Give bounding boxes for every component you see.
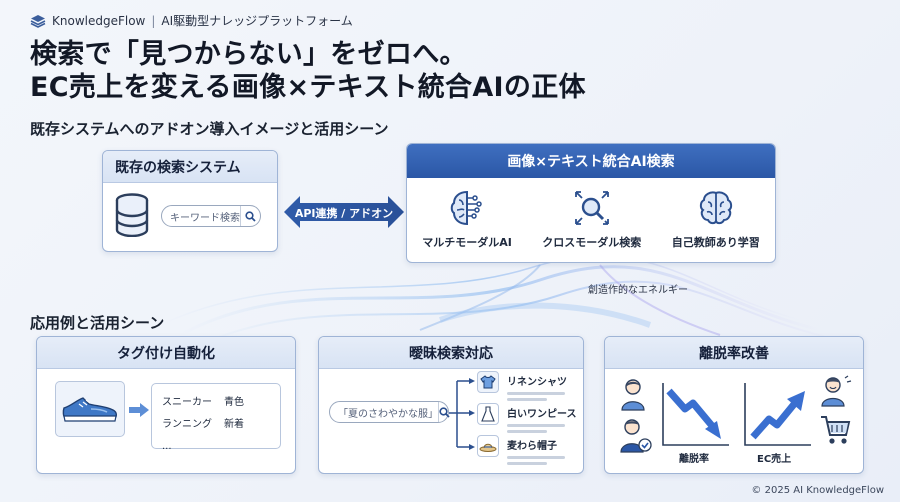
result-item: リネンシャツ — [507, 373, 567, 401]
result-item: 白いワンピース — [507, 405, 577, 433]
tag-item: 新着 — [224, 419, 244, 430]
search-icon[interactable] — [240, 206, 260, 226]
result-label: リネンシャツ — [507, 377, 567, 388]
user-check-icon — [620, 419, 652, 453]
sneaker-icon — [62, 397, 118, 422]
result-label: 白いワンピース — [507, 409, 577, 420]
magnify-arrows-icon — [574, 191, 609, 225]
footer-copyright: © 2025 AI KnowledgeFlow — [751, 485, 884, 496]
layers-logo-icon — [30, 14, 46, 28]
churn-improvement-title: 離脱率改善 — [605, 337, 863, 369]
ai-search-title: 画像×テキスト統合AI検索 — [407, 144, 775, 178]
result-label: 麦わら帽子 — [507, 441, 557, 452]
brain-circuit-icon — [450, 190, 482, 226]
section2-title: 応用例と活用シーン — [30, 314, 165, 332]
ai-search-card: 画像×テキスト統合AI検索 マルチモーダルAI — [406, 143, 776, 263]
energy-label: 創造作的なエネルギー — [588, 285, 688, 296]
sales-up-label: EC売上 — [757, 454, 792, 465]
feature-crossmodal-label: クロスモーダル検索 — [542, 236, 642, 249]
brand-name: KnowledgeFlow — [52, 13, 146, 28]
headline-line2: EC売上を変える画像×テキスト統合AIの正体 — [30, 72, 586, 103]
existing-search-title: 既存の検索システム — [103, 151, 277, 183]
user-woman-icon — [621, 379, 645, 411]
arrow-right-icon — [129, 403, 149, 417]
feature-crossmodal: クロスモーダル検索 — [542, 188, 641, 250]
feature-multimodal: マルチモーダルAI — [422, 188, 512, 250]
result-item: 麦わら帽子 — [507, 437, 565, 465]
tag-item: 青色 — [224, 397, 244, 408]
straw-hat-icon — [477, 435, 499, 457]
brand-separator: | — [151, 13, 156, 28]
database-icon — [115, 193, 149, 241]
branch-connector — [449, 378, 475, 450]
ambiguous-query-input[interactable]: 「夏のさわやかな服」 — [338, 408, 438, 420]
search-icon[interactable] — [438, 402, 450, 422]
ambiguous-query-box[interactable]: 「夏のさわやかな服」 — [329, 401, 450, 423]
existing-search-card: 既存の検索システム キーワード検索 — [102, 150, 278, 252]
increase-chart-icon — [744, 383, 811, 446]
headline-line1: 検索で「見つからない」をゼロへ。 — [30, 39, 467, 70]
section1-title: 既存システムへのアドオン導入イメージと活用シーン — [30, 120, 389, 138]
keyword-search-input[interactable]: キーワード検索 — [170, 212, 240, 224]
feature-multimodal-label: マルチモーダルAI — [422, 236, 512, 249]
api-connector-arrow — [284, 196, 404, 228]
brand-tagline: AI駆動型ナレッジプラットフォーム — [161, 14, 353, 28]
shirt-icon — [477, 371, 499, 393]
sneaker-image — [55, 381, 125, 437]
churn-improvement-card: 離脱率改善 離脱率 EC売上 — [604, 336, 864, 474]
tag-item: ランニング — [162, 419, 212, 430]
ambiguous-search-card: 曖昧検索対応 「夏のさわやかな服」 リネンシャツ 白いワンピース 麦わら帽子 — [318, 336, 584, 474]
headline: 検索で「見つからない」をゼロへ。 EC売上を変える画像×テキスト統合AIの正体 — [30, 38, 586, 104]
api-connector-label: API連携 / アドオン — [294, 207, 394, 220]
tag-list: スニーカー 青色 ランニング 新着 ... — [151, 383, 281, 452]
ambiguous-search-title: 曖昧検索対応 — [319, 337, 583, 369]
tag-more: ... — [162, 441, 172, 452]
tagging-card: タグ付け自動化 スニーカー 青色 ランニング 新着 ... — [36, 336, 296, 474]
feature-selfsupervised-label: 自己教師あり学習 — [671, 236, 760, 249]
tagging-title: タグ付け自動化 — [37, 337, 295, 369]
churn-down-label: 離脱率 — [679, 454, 709, 465]
dress-icon — [477, 403, 499, 425]
brand-bar: KnowledgeFlow | AI駆動型ナレッジプラットフォーム — [30, 12, 353, 29]
shopping-cart-icon — [821, 416, 851, 444]
keyword-search-box[interactable]: キーワード検索 — [161, 205, 261, 227]
tag-item: スニーカー — [162, 397, 212, 408]
decrease-chart-icon — [662, 383, 729, 446]
feature-selfsupervised: 自己教師あり学習 — [672, 188, 760, 250]
brain-icon — [699, 191, 732, 225]
happy-user-icon — [821, 375, 852, 407]
